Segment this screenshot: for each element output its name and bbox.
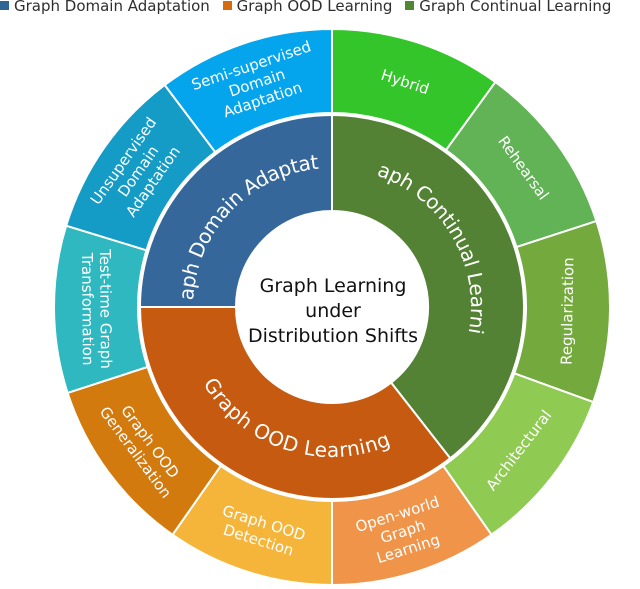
outer-ring: HybridRehearsalRegularizationArchitectur…	[53, 27, 611, 587]
legend-swatch	[222, 1, 232, 10]
legend: Graph Domain Adaptation Graph OOD Learni…	[0, 0, 640, 19]
category-segment-gcl	[331, 113, 525, 460]
legend-label: Graph OOD Learning	[236, 0, 393, 15]
legend-label: Graph Continual Learning	[419, 0, 612, 15]
center-group: Graph Learning under Distribution Shifts	[236, 211, 428, 403]
center-title-line: Distribution Shifts	[248, 325, 418, 347]
legend-swatch	[0, 1, 9, 10]
legend-item-ood-learning: Graph OOD Learning	[222, 0, 393, 15]
legend-swatch	[405, 1, 415, 10]
subcategory-label-regularization: Regularization	[558, 257, 578, 365]
subcategory-label-line: Regularization	[558, 257, 578, 365]
center-title-line: under	[305, 300, 361, 322]
subcategory-label-line: Transformation	[78, 252, 97, 366]
center-circle	[236, 211, 428, 403]
subcategory-segment-semi-supervised-da	[163, 27, 333, 154]
legend-item-domain-adaptation: Graph Domain Adaptation	[0, 0, 210, 15]
center-title-line: Graph Learning	[260, 275, 407, 297]
subcategory-label-line: Test-time Graph	[96, 248, 115, 369]
legend-item-continual-learning: Graph Continual Learning	[405, 0, 611, 15]
legend-label: Graph Domain Adaptation	[14, 0, 210, 15]
